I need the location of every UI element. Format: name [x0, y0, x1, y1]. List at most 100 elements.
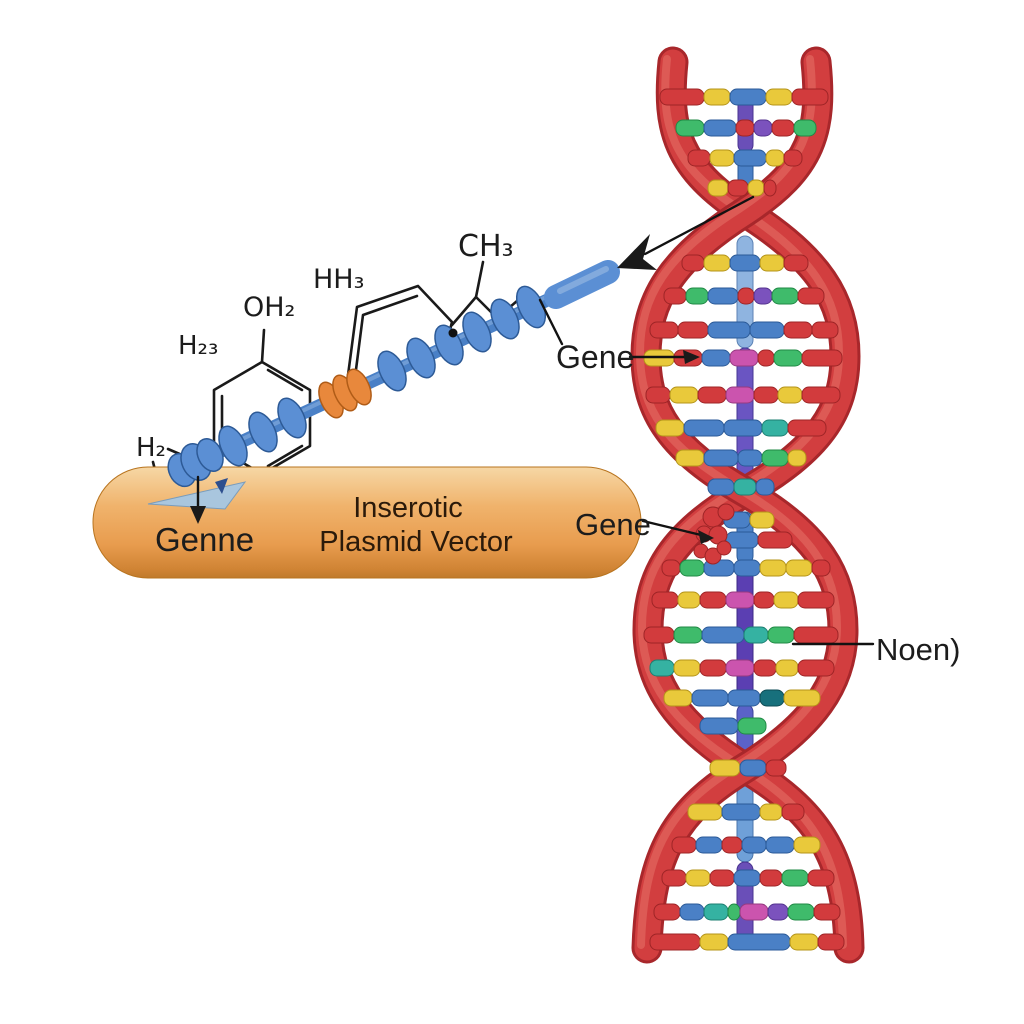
chem-dot [448, 328, 458, 338]
base-pair-segment [655, 419, 685, 437]
base-pair-segment [793, 119, 817, 137]
base-pair-segment [787, 449, 807, 467]
base-pair-segment [721, 803, 761, 821]
base-pair-segment [765, 836, 795, 854]
base-pair-segment [737, 717, 767, 735]
base-pair-segment [681, 254, 705, 272]
base-pair-segment [787, 903, 815, 921]
base-pair-segment [661, 869, 687, 887]
base-pair-segment [685, 287, 709, 305]
base-pair-segment [737, 449, 763, 467]
base-pair-segment [739, 759, 767, 777]
base-pair-segment [763, 179, 777, 197]
base-pair-segment [651, 591, 679, 609]
base-pair-segment [643, 626, 675, 644]
base-pair-segment [759, 869, 783, 887]
base-pair-segment [703, 88, 731, 106]
base-pair-segment [741, 836, 767, 854]
base-pair-segment [797, 591, 835, 609]
base-pair-segment [703, 119, 737, 137]
rod-disc [277, 397, 307, 439]
rod-disc [377, 350, 407, 392]
arrow-rod-to-helix-line [643, 195, 755, 256]
base-pair-segment [699, 659, 727, 677]
plasmid-title-line2: Plasmid Vector [319, 526, 513, 558]
rod-disc [462, 311, 492, 353]
base-pair-segment [699, 717, 739, 735]
base-pair-segment [753, 119, 773, 137]
base-pair-segment [721, 836, 743, 854]
base-pair-segment [701, 349, 731, 367]
base-pair-segment [733, 559, 761, 577]
base-pair-segment [675, 449, 705, 467]
base-pair-segment [709, 759, 741, 777]
base-pair-segment [729, 88, 767, 106]
base-pair-segment [683, 419, 725, 437]
base-pair-segment [757, 531, 793, 549]
base-pair-segment [691, 689, 729, 707]
rod-disc [248, 411, 278, 453]
rod-disc [490, 298, 520, 340]
base-pair-segment [661, 559, 681, 577]
base-pair-segment [653, 903, 681, 921]
label-gene-top: Gene [556, 339, 634, 375]
base-pair-segment [733, 149, 767, 167]
base-pair-segment [699, 933, 729, 951]
base-pair-segment [817, 933, 845, 951]
base-pair-segment [663, 689, 693, 707]
base-pair-segment [767, 903, 789, 921]
base-pair-segment [675, 119, 705, 137]
base-pair-segment [747, 179, 765, 197]
base-pair-segment [753, 287, 773, 305]
base-pair-segment [761, 449, 789, 467]
arrow-gene-top-head [683, 350, 700, 364]
base-pair-segment [727, 689, 761, 707]
base-pair-segment [677, 591, 701, 609]
gene-blob [717, 503, 735, 521]
label-oh2: OH₂ [243, 292, 295, 323]
base-pair-segment [685, 869, 711, 887]
base-pair-segment [733, 478, 757, 496]
base-pair-segment [755, 478, 775, 496]
base-pair-segment [709, 149, 735, 167]
base-pair-segment [677, 321, 709, 339]
base-pair-segment [759, 803, 783, 821]
base-pair-segment [673, 659, 701, 677]
base-pair-segment [733, 869, 761, 887]
base-pair-segment [679, 559, 705, 577]
base-pair-segment [649, 933, 701, 951]
rod-tip [544, 260, 620, 309]
base-pair-segment [773, 591, 799, 609]
base-pair-segment [663, 287, 687, 305]
base-pair-segment [753, 659, 777, 677]
dna-helix [630, 46, 865, 964]
base-pair-rungs [643, 88, 845, 951]
base-pair-segment [777, 386, 803, 404]
base-pair-segment [749, 321, 785, 339]
arrow-rod-to-helix-head [617, 234, 657, 270]
base-pair-segment [671, 836, 697, 854]
base-pair-segment [707, 287, 739, 305]
base-pair-segment [801, 386, 841, 404]
rod-disc [406, 337, 436, 379]
label-gene-mid: Gene [575, 507, 651, 542]
arrow-gene-mid-line [641, 519, 703, 537]
base-pair-segment [729, 349, 759, 367]
gene-blob [716, 540, 732, 556]
base-pair-segment [737, 287, 755, 305]
base-pair-segment [725, 659, 755, 677]
base-pair-segment [727, 933, 791, 951]
label-genne: Genne [155, 521, 254, 558]
base-pair-segment [789, 933, 819, 951]
base-pair-segment [791, 88, 829, 106]
base-pair-segment [767, 626, 795, 644]
base-pair-segment [707, 179, 729, 197]
base-pair-segment [703, 254, 731, 272]
arrow-gene-mid-head [698, 530, 714, 544]
base-pair-segment [807, 869, 835, 887]
base-pair-segment [697, 386, 727, 404]
base-pair-segment [699, 591, 727, 609]
base-pair-segment [813, 903, 841, 921]
bond-to-oh2 [260, 328, 266, 364]
